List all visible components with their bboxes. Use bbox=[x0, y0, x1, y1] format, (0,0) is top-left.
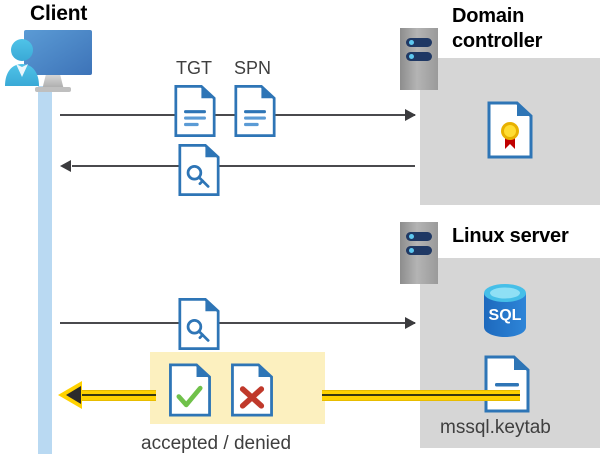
denied-document-icon bbox=[230, 363, 274, 417]
client-lifeline bbox=[38, 86, 52, 454]
domain-controller-title: Domain controller bbox=[452, 4, 600, 54]
linux-server-title: Linux server bbox=[452, 225, 569, 247]
tgt-label: TGT bbox=[176, 58, 212, 78]
client-title: Client bbox=[30, 2, 88, 25]
domain-controller-title-line2: controller bbox=[452, 30, 543, 52]
linux-server-server-rack-icon bbox=[400, 222, 438, 284]
spn-label: SPN bbox=[234, 58, 272, 78]
tgt-document-icon bbox=[174, 84, 216, 138]
gold-arrow-segment-right bbox=[322, 390, 520, 401]
domain-controller-title-line1: Domain bbox=[452, 5, 525, 27]
certificate-icon bbox=[487, 101, 533, 159]
result-label: accepted / denied bbox=[141, 433, 292, 454]
accepted-document-icon bbox=[168, 363, 212, 417]
client-computer-icon bbox=[2, 24, 102, 96]
key-document-icon-top bbox=[178, 143, 220, 197]
flow-dc-to-client-arrowhead bbox=[60, 160, 71, 172]
flow-client-to-linux-arrowhead bbox=[405, 317, 416, 329]
flow-client-to-linux-line bbox=[60, 322, 415, 324]
keytab-document-icon bbox=[484, 355, 530, 413]
flow-client-to-dc-arrowhead bbox=[405, 109, 416, 121]
sql-database-icon: SQL bbox=[478, 281, 532, 344]
sql-icon-text: SQL bbox=[489, 307, 522, 324]
domain-controller-server-rack-icon bbox=[400, 28, 438, 90]
spn-document-icon bbox=[234, 84, 276, 138]
gold-arrow-segment-left bbox=[80, 390, 156, 401]
flow-dc-to-client-line bbox=[72, 165, 415, 167]
keytab-file-label: mssql.keytab bbox=[440, 417, 551, 438]
key-document-icon-bottom bbox=[178, 297, 220, 351]
gold-arrow-head-inner bbox=[66, 386, 81, 404]
